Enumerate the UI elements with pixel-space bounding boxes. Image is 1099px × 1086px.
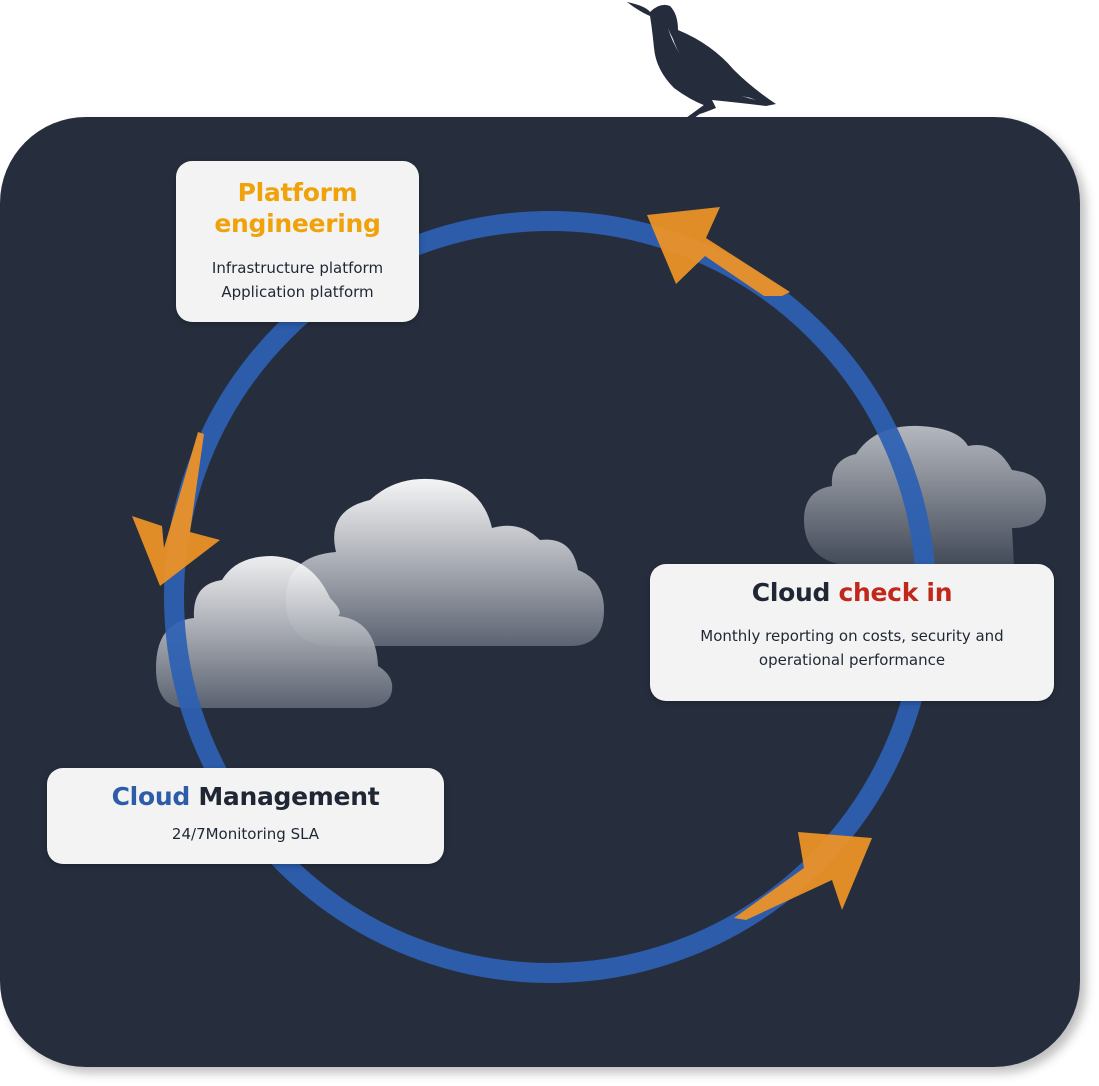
bird-silhouette-icon [627,2,776,118]
title-word: Cloud [751,578,831,607]
cloud-management-card: Cloud Management 24/7Monitoring SLA [47,768,444,864]
title-accent: Cloud [111,782,191,811]
title-word: Management [198,782,380,811]
description-line: 24/7Monitoring SLA [171,825,320,843]
title-line: engineering [214,209,381,238]
list-item: Infrastructure platform [211,259,384,277]
cycle-arrow-icon [132,207,872,920]
description-line: Monthly reporting on costs, security and [700,627,1004,645]
list-item: Application platform [221,283,374,301]
cloud-icon [286,478,604,646]
title-accent: check in [838,578,953,607]
platform-engineering-card: Platform engineering Infrastructure plat… [176,161,419,322]
cloud-check-in-title: Cloud check in [650,577,1054,608]
cloud-management-title: Cloud Management [47,781,444,812]
cloud-check-in-card: Cloud check in Monthly reporting on cost… [650,564,1054,701]
title-line: Platform [237,178,358,207]
cloud-icon [156,556,393,708]
description-line: operational performance [758,651,946,669]
bird-wing [672,36,752,98]
cloud-icon [804,425,1046,566]
platform-engineering-title: Platform engineering [176,177,419,239]
